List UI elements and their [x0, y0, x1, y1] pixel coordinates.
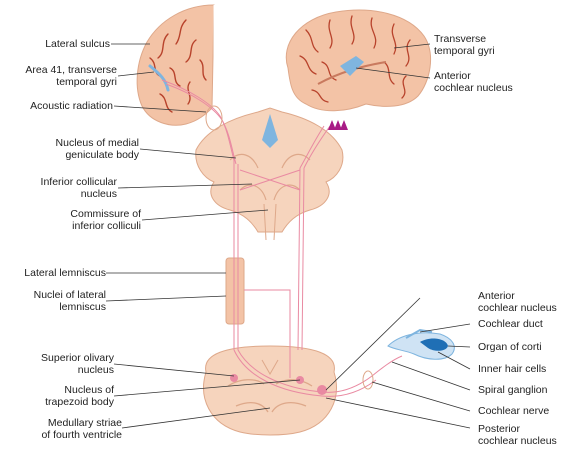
ascending-arrows: [328, 120, 348, 130]
lateral-lemniscus-block: [225, 257, 245, 325]
midbrain: [195, 107, 344, 241]
label-lateral-sulcus: Lateral sulcus: [45, 38, 110, 50]
label-cochlear-duct: Cochlear duct: [478, 318, 543, 330]
cochlea: [387, 328, 455, 360]
label-inner-hair-cells: Inner hair cells: [478, 363, 547, 375]
medulla-section: [203, 345, 337, 436]
label-organ-corti: Organ of corti: [478, 341, 542, 353]
label-acoustic-radiation: Acoustic radiation: [30, 100, 113, 112]
coronal-brain-section: [136, 4, 215, 126]
leader-lines: [105, 43, 471, 429]
auditory-pathway: [161, 79, 403, 397]
label-spiral-ganglion: Spiral ganglion: [478, 384, 548, 396]
label-lateral-lemniscus: Lateral lemniscus: [24, 267, 106, 279]
lateral-brain-view: [285, 9, 431, 112]
label-cochlear-nerve: Cochlear nerve: [478, 405, 550, 417]
